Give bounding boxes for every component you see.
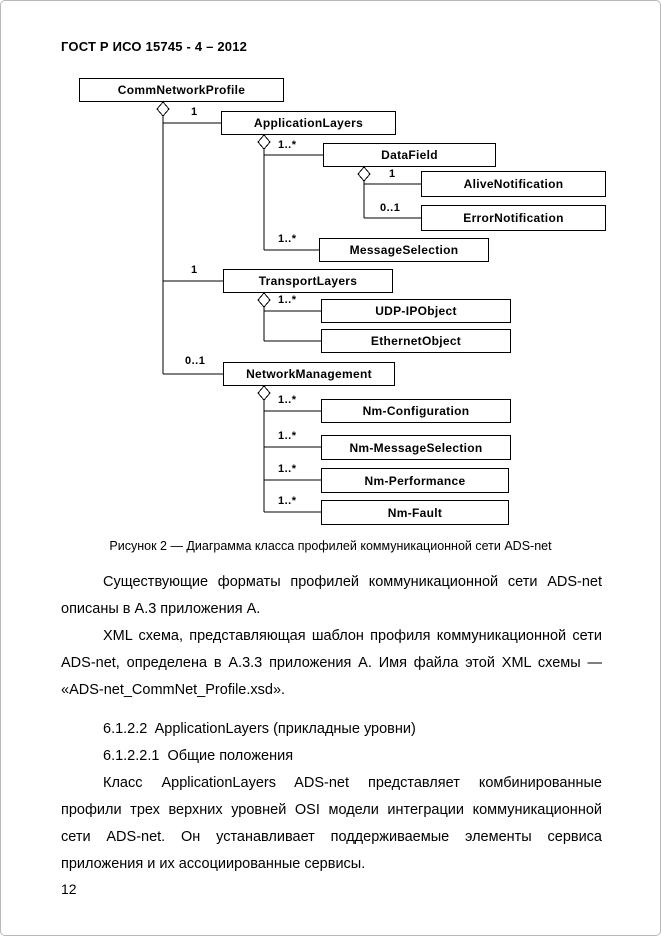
multiplicity-nm-performance: 1..* <box>278 463 297 475</box>
multiplicity-data-field: 1..* <box>278 139 297 151</box>
uml-class-diagram: CommNetworkProfile ApplicationLayers Dat… <box>1 76 660 536</box>
class-box-message-selection: MessageSelection <box>319 238 489 262</box>
multiplicity-nm-fault: 1..* <box>278 495 297 507</box>
class-box-application-layers: ApplicationLayers <box>221 111 396 135</box>
heading-6-1-2-2: 6.1.2.2 ApplicationLayers (прикладные ур… <box>103 721 416 737</box>
heading-6-1-2-2-1: 6.1.2.2.1 Общие положения <box>103 748 294 764</box>
class-box-nm-fault: Nm-Fault <box>321 500 509 525</box>
class-box-ethernet-object: EthernetObject <box>321 329 511 353</box>
paragraph-class-applicationlayers: Класс ApplicationLayers ADS-net представ… <box>61 775 602 872</box>
document-header-title: ГОСТ Р ИСО 15745 - 4 – 2012 <box>61 39 248 54</box>
multiplicity-application-layers: 1 <box>191 106 198 118</box>
aggregation-diamond <box>357 166 371 182</box>
class-box-data-field: DataField <box>323 143 496 167</box>
aggregation-diamond <box>257 385 271 401</box>
multiplicity-network-management: 0..1 <box>185 355 206 367</box>
multiplicity-alive-notification: 1 <box>389 168 396 180</box>
class-box-network-management: NetworkManagement <box>223 362 395 386</box>
multiplicity-nm-configuration: 1..* <box>278 394 297 406</box>
class-box-nm-configuration: Nm-Configuration <box>321 399 511 423</box>
diagram-connectors <box>156 101 421 513</box>
aggregation-diamond <box>156 101 170 117</box>
paragraph-formats: Существующие форматы профилей коммуникац… <box>61 574 602 617</box>
aggregation-diamond <box>257 292 271 308</box>
multiplicity-nm-message-selection: 1..* <box>278 430 297 442</box>
class-box-transport-layers: TransportLayers <box>223 269 393 293</box>
multiplicity-udp-ip-object: 1..* <box>278 294 297 306</box>
class-box-error-notification: ErrorNotification <box>421 205 606 231</box>
multiplicity-message-selection: 1..* <box>278 233 297 245</box>
aggregation-diamond <box>257 134 271 150</box>
multiplicity-transport-layers: 1 <box>191 264 198 276</box>
body-text: Существующие форматы профилей коммуникац… <box>61 569 602 878</box>
class-box-comm-network-profile: CommNetworkProfile <box>79 78 284 102</box>
class-box-nm-performance: Nm-Performance <box>321 468 509 493</box>
class-box-udp-ip-object: UDP-IPObject <box>321 299 511 323</box>
class-box-alive-notification: AliveNotification <box>421 171 606 197</box>
class-box-nm-message-selection: Nm-MessageSelection <box>321 435 511 460</box>
multiplicity-error-notification: 0..1 <box>380 202 401 214</box>
page-number: 12 <box>61 881 77 897</box>
figure-caption: Рисунок 2 — Диаграмма класса профилей ко… <box>109 539 552 553</box>
paragraph-xml-schema: XML схема, представляющая шаблон профиля… <box>61 628 602 698</box>
